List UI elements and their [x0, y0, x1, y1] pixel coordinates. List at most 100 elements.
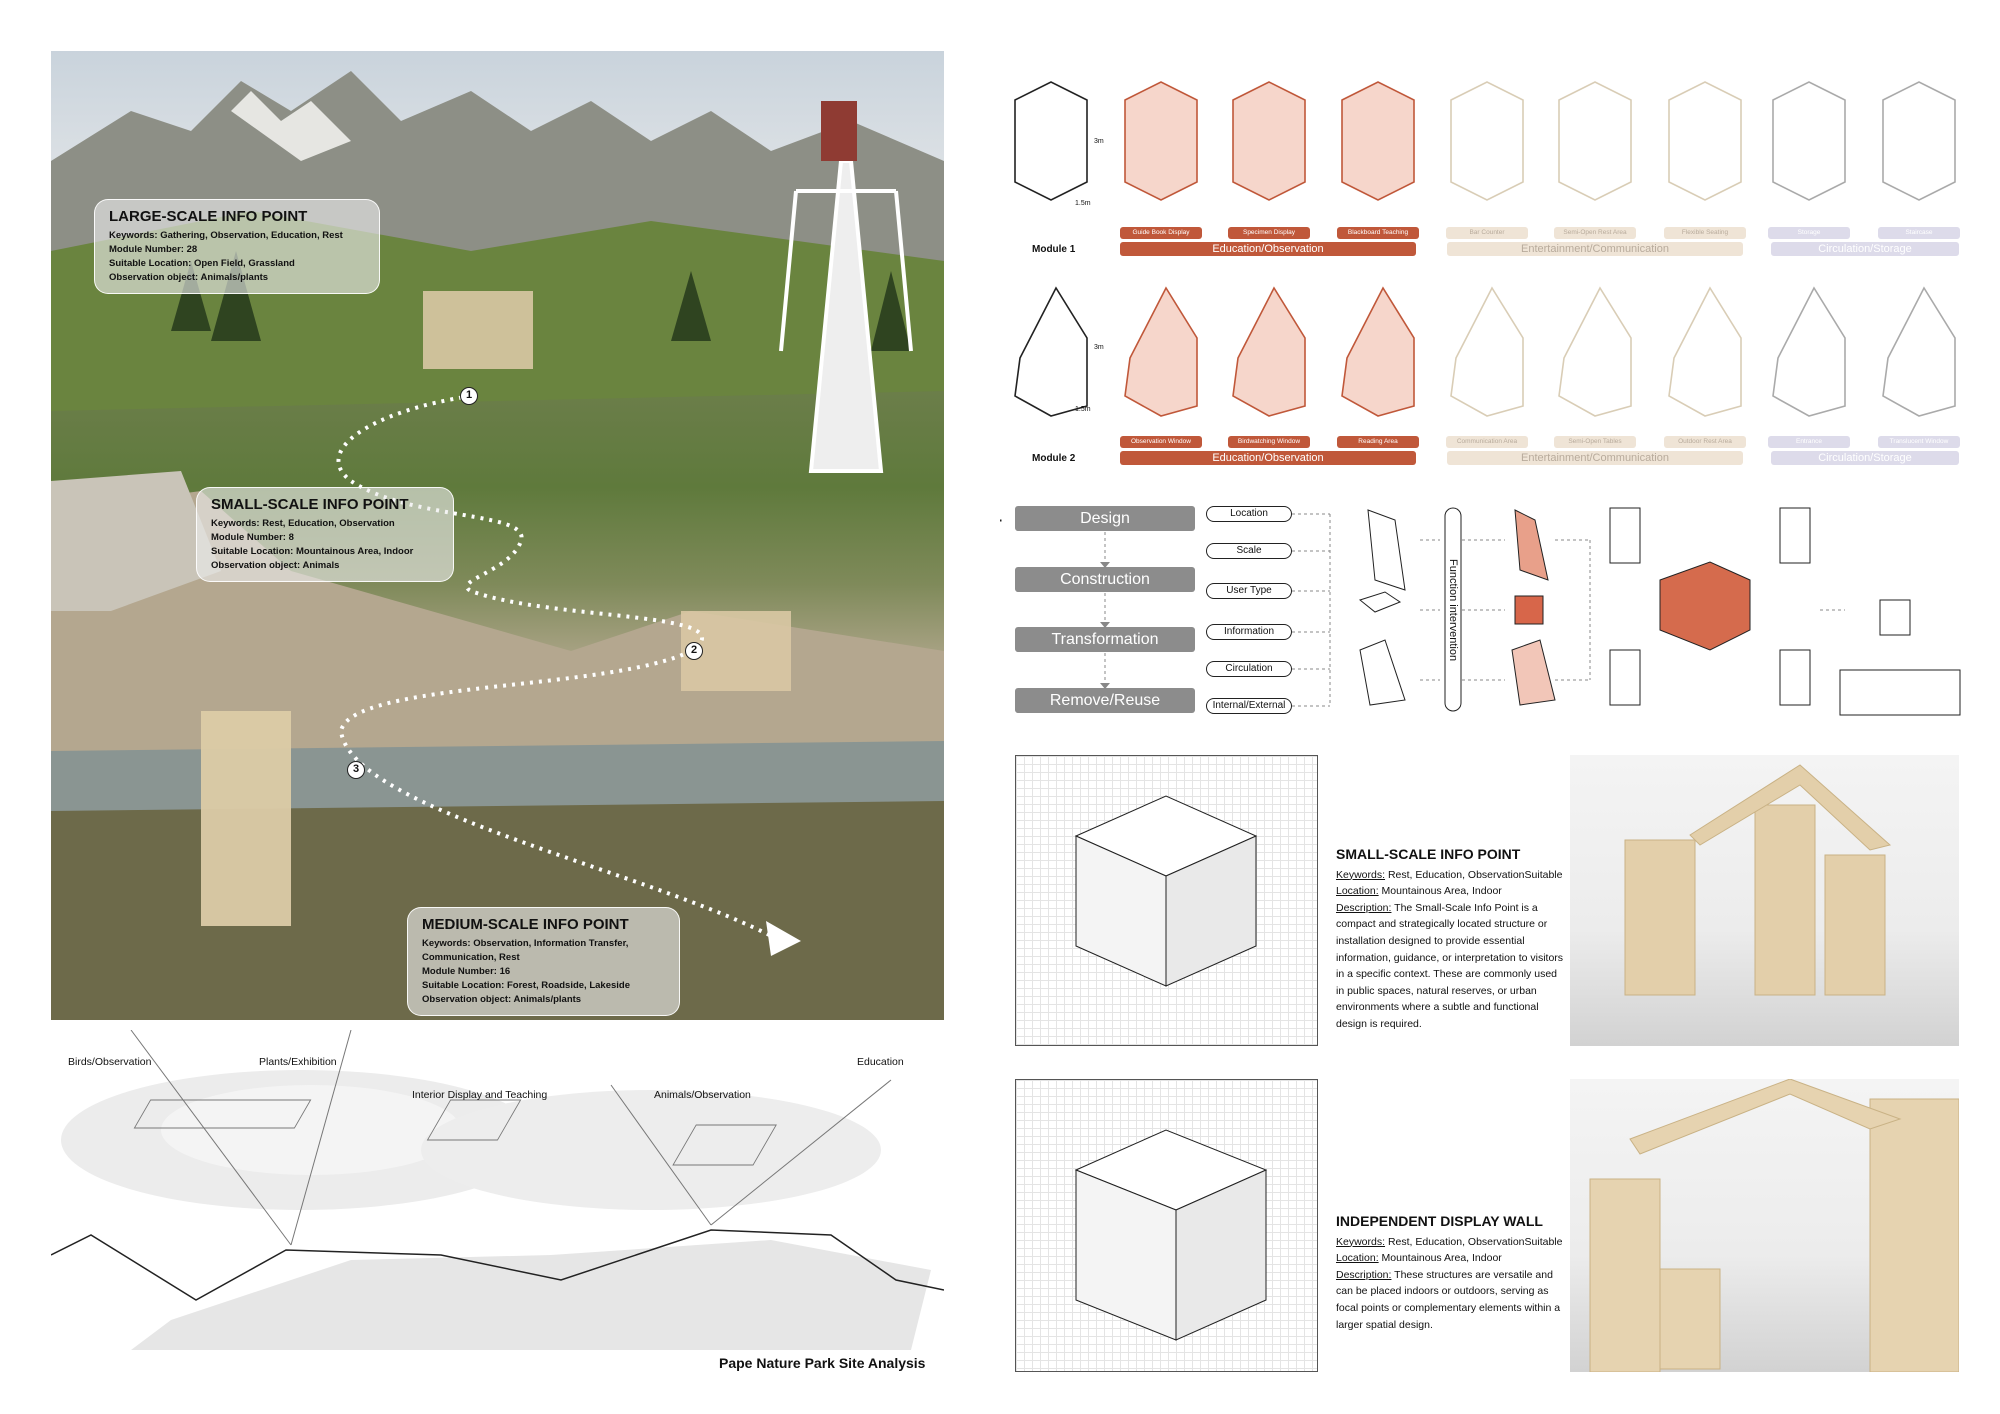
module-variant-icon	[1232, 81, 1306, 201]
module-variant-icon	[1882, 81, 1956, 201]
value: Rest, Education, ObservationSuitable	[1385, 1235, 1563, 1248]
module-label: Module 2	[1032, 453, 1076, 464]
dimension-width: 1.5m	[1075, 406, 1091, 413]
factor-internal-external: Internal/External	[1206, 698, 1292, 714]
info-card-small: SMALL-SCALE INFO POINT Keywords: Rest, E…	[196, 487, 454, 582]
step-remove-reuse: Remove/Reuse	[1015, 688, 1195, 713]
info-line: Observation object: Animals/plants	[422, 994, 582, 1005]
function-chip: Translucent Window	[1878, 436, 1960, 448]
category-bar: Circulation/Storage	[1771, 242, 1959, 256]
info-line: Module Number: 28	[109, 244, 198, 255]
module-variant-icon	[1124, 286, 1198, 417]
factor-user-type: User Type	[1206, 583, 1292, 599]
module-variant-icon	[1232, 286, 1306, 417]
module-variant-icon	[1450, 286, 1524, 417]
factor-information: Information	[1206, 624, 1292, 640]
value: The Small-Scale Info Point is a compact …	[1336, 901, 1564, 1030]
module-variant-icon	[1772, 81, 1846, 201]
category-bar: Entertainment/Communication	[1447, 242, 1743, 256]
value: Rest, Education, ObservationSuitable	[1385, 868, 1563, 881]
site-label: Education	[857, 1056, 904, 1068]
module-variant-icon	[1450, 81, 1524, 201]
info-title: LARGE-SCALE INFO POINT	[109, 208, 308, 225]
info-line: Keywords: Gathering, Observation, Educat…	[109, 230, 343, 241]
module-variant-icon	[1668, 81, 1742, 201]
function-chip: Entrance	[1768, 436, 1850, 448]
value: Mountainous Area, Indoor	[1378, 1252, 1502, 1265]
site-analysis-diagram	[51, 1030, 944, 1350]
site-analysis-title: Pape Nature Park Site Analysis	[719, 1355, 926, 1371]
info-card-large: LARGE-SCALE INFO POINT Keywords: Gatheri…	[94, 199, 380, 294]
factor-circulation: Circulation	[1206, 661, 1292, 677]
display-wall-render	[1570, 1079, 1959, 1372]
function-intervention-label: Function intervention	[1447, 558, 1459, 662]
module-drawings	[1014, 81, 1956, 417]
category-bar: Education/Observation	[1120, 451, 1416, 465]
label: Location:	[1336, 885, 1379, 898]
process-connectors	[1000, 507, 1961, 716]
info-line: Observation object: Animals/plants	[109, 272, 269, 283]
module-variant-icon	[1341, 286, 1415, 417]
module-variant-icon	[1341, 81, 1415, 201]
info-line: Module Number: 8	[211, 532, 294, 543]
step-transformation: Transformation	[1015, 627, 1195, 652]
dimension-width: 1.5m	[1075, 200, 1091, 207]
site-label: Interior Display and Teaching	[412, 1089, 548, 1101]
info-line: Keywords: Observation, Information Trans…	[422, 938, 629, 949]
info-line: Keywords: Rest, Education, Observation	[211, 518, 395, 529]
function-chip: Staircase	[1878, 227, 1960, 239]
module-variant-icon	[1558, 286, 1632, 417]
site-label: Birds/Observation	[68, 1056, 152, 1068]
marker-1: 1	[460, 387, 478, 405]
info-line: Suitable Location: Mountainous Area, Ind…	[211, 546, 414, 557]
small-info-point-render	[1570, 755, 1959, 1046]
function-chip: Reading Area	[1337, 436, 1419, 448]
small-info-point-description: SMALL-SCALE INFO POINT Keywords: Rest, E…	[1336, 846, 1566, 1033]
label: Keywords:	[1336, 868, 1386, 881]
value: These structures are versatile and can b…	[1336, 1268, 1561, 1331]
site-photo-collage: LARGE-SCALE INFO POINT Keywords: Gatheri…	[51, 51, 944, 1020]
base-module-icon	[1014, 286, 1088, 417]
module-variant-icon	[1558, 81, 1632, 201]
base-module-icon	[1014, 81, 1088, 201]
category-bar: Education/Observation	[1120, 242, 1416, 256]
section-title: INDEPENDENT DISPLAY WALL	[1336, 1213, 1543, 1229]
info-line: Suitable Location: Open Field, Grassland	[109, 258, 295, 269]
info-card-medium: MEDIUM-SCALE INFO POINT Keywords: Observ…	[407, 907, 680, 1016]
category-bar: Entertainment/Communication	[1447, 451, 1743, 465]
function-chip: Specimen Display	[1228, 227, 1310, 239]
info-line: Module Number: 16	[422, 966, 511, 977]
function-chip: Blackboard Teaching	[1337, 227, 1419, 239]
step-design: Design	[1015, 506, 1195, 531]
label: Keywords:	[1336, 1235, 1386, 1248]
value: Mountainous Area, Indoor	[1378, 885, 1502, 898]
marker-3: 3	[347, 761, 365, 779]
label: Location:	[1336, 1252, 1379, 1265]
category-bar: Circulation/Storage	[1771, 451, 1959, 465]
site-label: Plants/Exhibition	[259, 1056, 337, 1068]
info-title: SMALL-SCALE INFO POINT	[211, 496, 409, 513]
factor-location: Location	[1206, 506, 1292, 522]
function-chip: Flexible Seating	[1664, 227, 1746, 239]
function-chip: Bar Counter	[1446, 227, 1528, 239]
info-line: Communication, Rest	[422, 952, 520, 963]
module-variant-icon	[1772, 286, 1846, 417]
factor-scale: Scale	[1206, 543, 1292, 559]
display-wall-axonometric	[1015, 1079, 1318, 1372]
display-wall-description: INDEPENDENT DISPLAY WALL Keywords: Rest,…	[1336, 1213, 1566, 1333]
step-construction: Construction	[1015, 567, 1195, 592]
function-chip: Semi-Open Tables	[1554, 436, 1636, 448]
function-chip: Outdoor Rest Area	[1664, 436, 1746, 448]
marker-2: 2	[685, 642, 703, 660]
label: Description:	[1336, 1268, 1392, 1281]
function-chip: Guide Book Display	[1120, 227, 1202, 239]
module-label: Module 1	[1032, 244, 1076, 255]
function-chip: Observation Window	[1120, 436, 1202, 448]
function-chip: Semi-Open Rest Area	[1554, 227, 1636, 239]
site-label: Animals/Observation	[654, 1089, 751, 1101]
info-title: MEDIUM-SCALE INFO POINT	[422, 916, 629, 933]
module-variant-icon	[1668, 286, 1742, 417]
function-chip: Storage	[1768, 227, 1850, 239]
label: Description:	[1336, 901, 1392, 914]
function-chip: Birdwatching Window	[1228, 436, 1310, 448]
